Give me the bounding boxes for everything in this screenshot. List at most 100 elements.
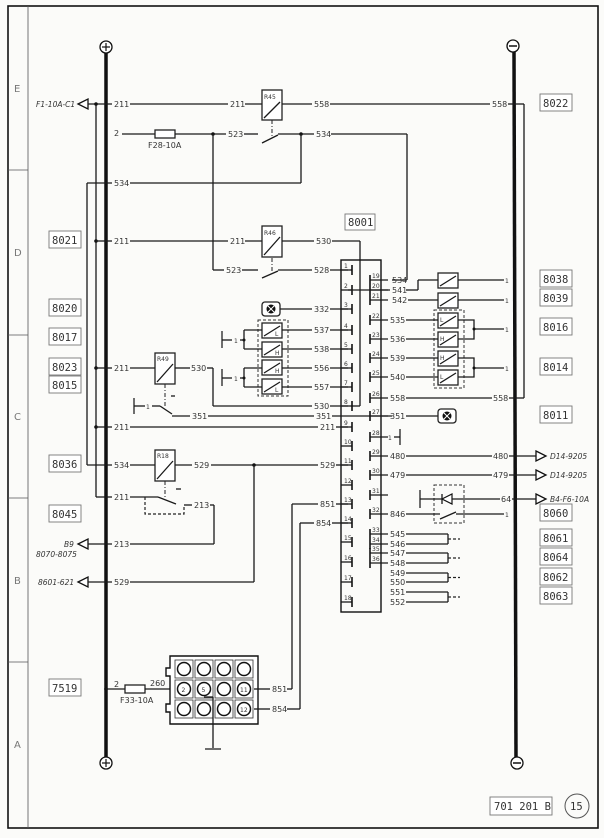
plug-pin: 11 bbox=[234, 679, 254, 699]
ground-icon bbox=[221, 369, 232, 386]
plug-pin: 2 bbox=[174, 679, 194, 699]
svg-text:551: 551 bbox=[390, 588, 405, 597]
svg-text:558: 558 bbox=[314, 100, 329, 109]
svg-text:B4-F6-10A: B4-F6-10A bbox=[550, 495, 589, 504]
svg-text:L: L bbox=[440, 374, 444, 381]
svg-text:534: 534 bbox=[316, 130, 331, 139]
svg-text:8001: 8001 bbox=[348, 217, 373, 229]
svg-text:211: 211 bbox=[114, 100, 129, 109]
arrow-8601-icon bbox=[76, 575, 89, 589]
svg-text:2: 2 bbox=[182, 687, 186, 694]
connector-pin-left: 12 bbox=[341, 478, 353, 490]
component-ref-8060: 8060 bbox=[539, 503, 573, 522]
svg-text:F33-10A: F33-10A bbox=[120, 696, 154, 705]
svg-text:26: 26 bbox=[372, 391, 380, 398]
svg-text:211: 211 bbox=[230, 237, 245, 246]
svg-text:851: 851 bbox=[320, 500, 335, 509]
svg-text:31: 31 bbox=[372, 488, 380, 495]
svg-text:211: 211 bbox=[114, 237, 129, 246]
svg-text:8038: 8038 bbox=[543, 274, 568, 286]
page-number: 15 bbox=[570, 801, 583, 813]
connector-pin-right: 33 bbox=[369, 527, 388, 539]
svg-text:1: 1 bbox=[505, 327, 509, 334]
component-ref-8014: 8014 bbox=[539, 357, 573, 376]
svg-text:28: 28 bbox=[372, 430, 380, 437]
switch-r45-contact bbox=[261, 134, 279, 144]
component-ref-7519: 7519 bbox=[48, 678, 82, 697]
svg-text:8: 8 bbox=[344, 399, 348, 406]
connector-pin-left: 11 bbox=[341, 458, 353, 470]
svg-text:548: 548 bbox=[390, 559, 405, 568]
svg-text:L: L bbox=[275, 331, 279, 338]
connector-pin-right: 32 bbox=[369, 507, 388, 519]
winding-535: L bbox=[437, 312, 459, 329]
switch-8060-box bbox=[433, 484, 465, 524]
svg-text:556: 556 bbox=[314, 364, 329, 373]
svg-text:1: 1 bbox=[505, 512, 509, 519]
svg-text:541: 541 bbox=[392, 286, 407, 295]
ref-8001 bbox=[344, 213, 376, 231]
connector-pin-left: 10 bbox=[341, 439, 353, 451]
svg-text:8070-8075: 8070-8075 bbox=[36, 550, 77, 559]
svg-text:R49: R49 bbox=[157, 356, 169, 363]
svg-text:529: 529 bbox=[320, 461, 335, 470]
component-ref-8039: 8039 bbox=[539, 288, 573, 307]
plug-pin bbox=[194, 699, 214, 719]
component-ref-8021: 8021 bbox=[48, 230, 82, 249]
svg-text:260: 260 bbox=[150, 679, 165, 688]
svg-text:557: 557 bbox=[314, 383, 329, 392]
positive-bus bbox=[99, 40, 113, 770]
svg-text:33: 33 bbox=[372, 527, 380, 534]
svg-text:11: 11 bbox=[240, 687, 248, 694]
plug-pin bbox=[174, 699, 194, 719]
svg-text:211: 211 bbox=[320, 423, 335, 432]
svg-text:558: 558 bbox=[493, 394, 508, 403]
svg-text:351: 351 bbox=[316, 412, 331, 421]
svg-text:547: 547 bbox=[390, 549, 405, 558]
svg-text:11: 11 bbox=[344, 458, 352, 465]
zone-label-c: C bbox=[14, 412, 21, 423]
zone-label-e: E bbox=[14, 84, 20, 95]
connector-pin-right: 31 bbox=[369, 488, 388, 500]
connector-pin-left: 5 bbox=[341, 342, 353, 354]
connector-pin-left: 2 bbox=[341, 283, 353, 295]
svg-text:8011: 8011 bbox=[543, 410, 568, 422]
page-frame bbox=[7, 5, 599, 829]
svg-text:8064: 8064 bbox=[543, 552, 568, 564]
winding-541 bbox=[437, 272, 459, 289]
component-ref-8062: 8062 bbox=[539, 567, 573, 586]
svg-text:530: 530 bbox=[191, 364, 206, 373]
svg-text:213: 213 bbox=[114, 540, 129, 549]
svg-text:1: 1 bbox=[388, 435, 392, 442]
led-icon bbox=[440, 493, 453, 505]
connector-pin-right: 26 bbox=[369, 391, 388, 403]
connector-pin-right: 29 bbox=[369, 449, 388, 461]
svg-text:8020: 8020 bbox=[52, 303, 77, 315]
svg-text:18: 18 bbox=[344, 595, 352, 602]
motor-group-right bbox=[433, 309, 465, 389]
component-ref-8015: 8015 bbox=[48, 375, 82, 394]
connector-pin-left: 6 bbox=[341, 361, 353, 373]
plug-pin: 5 bbox=[194, 679, 214, 699]
svg-text:542: 542 bbox=[392, 296, 407, 305]
component-ref-8011: 8011 bbox=[539, 405, 573, 424]
connector-pin-right: 34 bbox=[369, 537, 388, 549]
svg-text:D14-9205: D14-9205 bbox=[550, 471, 587, 480]
svg-text:213: 213 bbox=[194, 501, 209, 510]
connector-pin-right: 30 bbox=[369, 468, 388, 480]
svg-text:7: 7 bbox=[344, 380, 348, 387]
connector-pin-right: 23 bbox=[369, 332, 388, 344]
svg-text:24: 24 bbox=[372, 351, 380, 358]
svg-text:32: 32 bbox=[372, 507, 380, 514]
ground-icon bbox=[133, 398, 145, 414]
winding-537: L bbox=[261, 322, 283, 339]
page-number-circle bbox=[564, 793, 590, 819]
svg-text:530: 530 bbox=[316, 237, 331, 246]
negative-bus bbox=[506, 39, 524, 770]
svg-text:546: 546 bbox=[390, 540, 405, 549]
connector-pin-right: 22 bbox=[369, 313, 388, 325]
